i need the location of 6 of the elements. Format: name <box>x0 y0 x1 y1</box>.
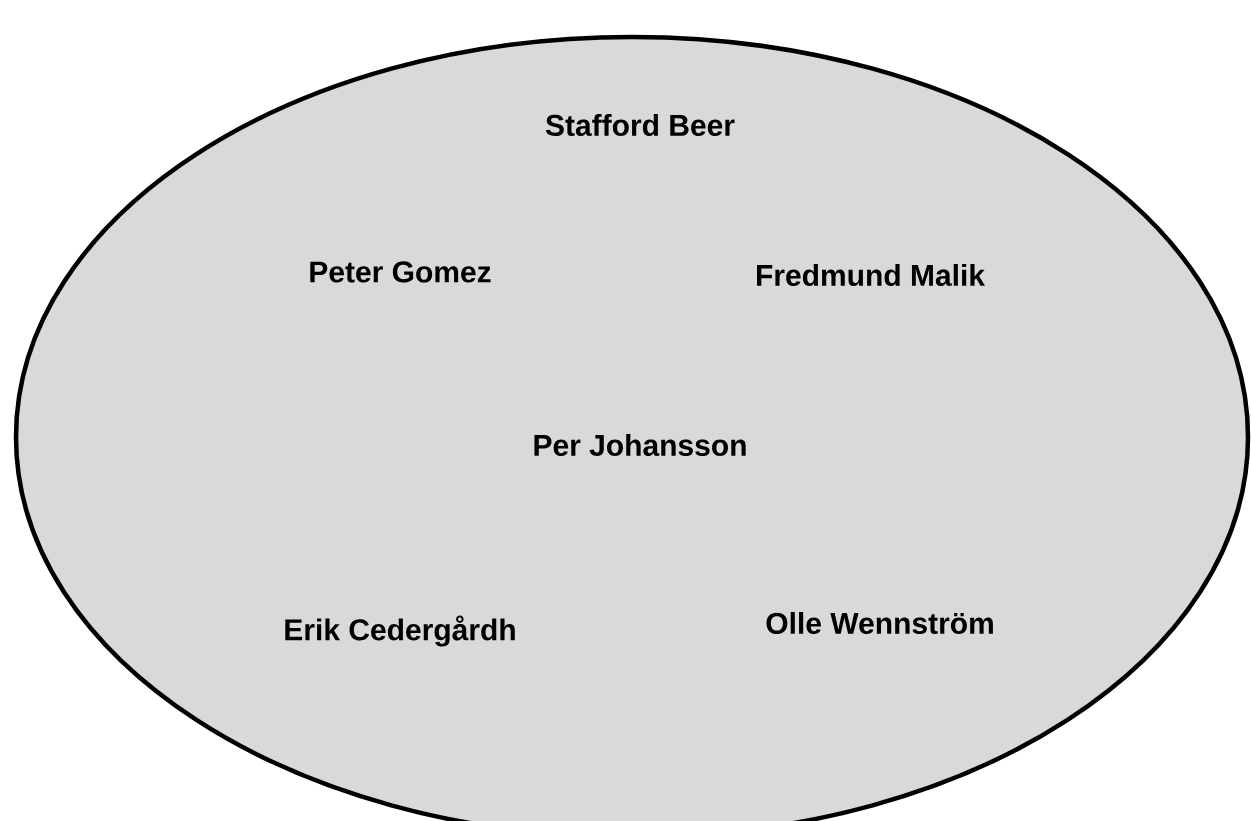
name-text: Stafford Beer <box>545 114 735 136</box>
name-text: Fredmund Malik <box>757 264 986 286</box>
name-text: Per Johansson <box>534 434 746 456</box>
name-text: Erik Cedergårdh <box>285 615 515 647</box>
name-text: Olle Wennström <box>766 612 993 634</box>
name-text: Peter Gomez <box>310 261 491 283</box>
